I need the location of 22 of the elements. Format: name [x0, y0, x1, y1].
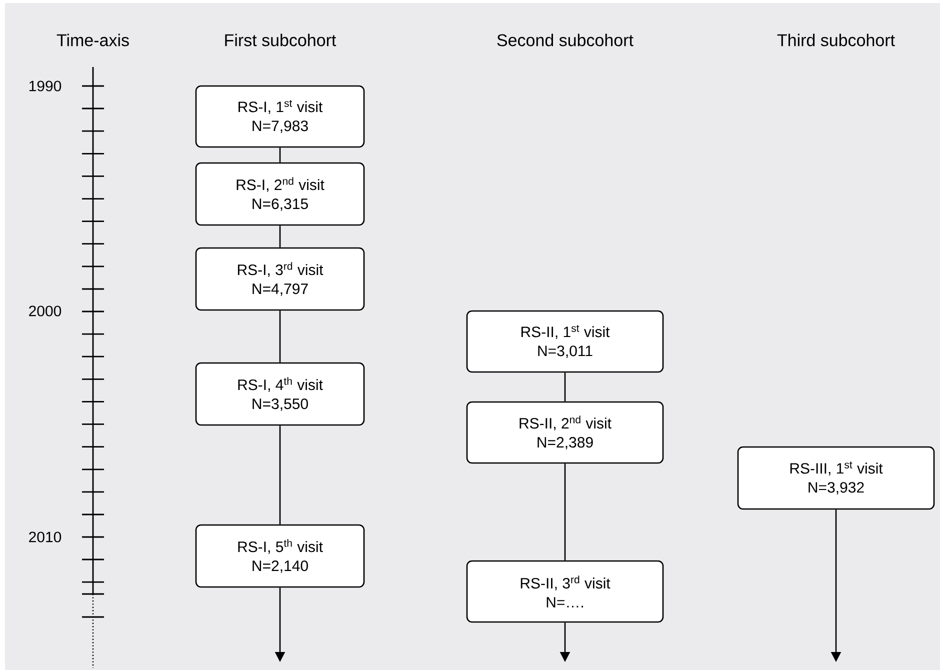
connector-line — [564, 464, 566, 560]
year-label: 2000 — [29, 306, 62, 316]
visit-box: RS-II, 2$^{nd}$ visit N=2,389 — [466, 401, 664, 464]
year-label: 2010 — [29, 532, 62, 542]
visit-box: RS-I, 2$^{nd}$ visit N=6,315 — [195, 162, 365, 226]
visit-box: RS-I, 3$^{rd}$ visit N=4,797 — [195, 247, 365, 311]
column-heading: Third subcohort — [777, 34, 895, 46]
visit-box: RS-I, 1$^{st}$ visit N=7,983 — [195, 85, 365, 148]
connector-line — [279, 226, 281, 248]
column-heading: Second subcohort — [497, 34, 634, 46]
connector-line — [279, 148, 281, 162]
visit-box: RS-III, 1$^{st}$ visit N=3,932 — [737, 446, 935, 510]
year-label: 1990 — [29, 80, 62, 92]
connector-line — [279, 310, 281, 362]
connector-line — [279, 426, 281, 524]
connector-line — [564, 372, 566, 402]
visit-box: RS-I, 5$^{th}$ visit N=2,140 — [195, 524, 365, 588]
axis-title: Time-axis — [56, 34, 129, 46]
column-heading: First subcohort — [225, 34, 336, 46]
visit-box: RS-II, 3$^{rd}$ visit N=…. — [466, 560, 664, 623]
visit-box: RS-II, 1$^{st}$ visit N=3,011 — [466, 310, 664, 373]
visit-box: RS-I, 4$^{th}$ visit N=3,550 — [195, 362, 365, 426]
